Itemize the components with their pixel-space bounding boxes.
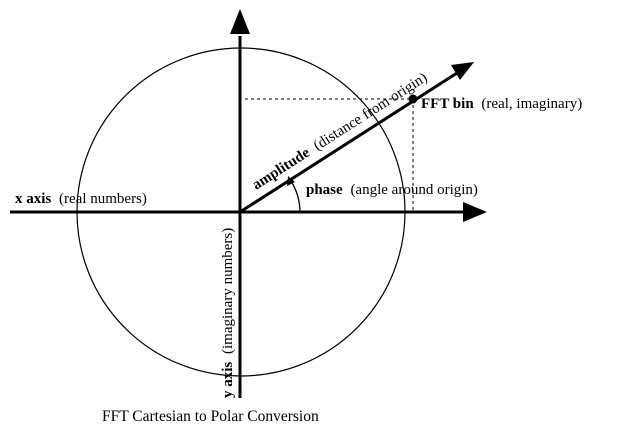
fft-bin-point (408, 94, 418, 104)
amplitude-label: amplitude (distance from origin) (250, 70, 431, 194)
diagram-caption: FFT Cartesian to Polar Conversion (102, 408, 319, 425)
phase-desc: (angle around origin) (350, 182, 477, 198)
amplitude-vector (239, 71, 458, 214)
x-axis-desc: (real numbers) (59, 191, 147, 207)
phase-term: phase (306, 182, 343, 198)
amplitude-desc: (distance from origin) (311, 70, 431, 154)
phase-arc (290, 180, 301, 213)
amplitude-arrowhead (451, 62, 474, 80)
y-axis-term: y axis (220, 362, 236, 398)
x-axis-term: x axis (15, 191, 51, 207)
phase-arc-arrowhead (287, 176, 295, 186)
y-axis-arrowhead (230, 9, 250, 34)
y-axis-desc: (imaginary numbers) (220, 228, 236, 354)
phase-label: phase (angle around origin) (306, 182, 478, 198)
x-axis-label: x axis (real numbers) (15, 191, 147, 207)
fft-bin-term: FFT bin (421, 96, 474, 112)
fft-bin-label: FFT bin (real, imaginary) (421, 96, 582, 112)
x-axis-arrowhead (463, 202, 487, 222)
fft-bin-desc: (real, imaginary) (481, 96, 582, 112)
y-axis-label: y axis (imaginary numbers) (220, 228, 236, 398)
